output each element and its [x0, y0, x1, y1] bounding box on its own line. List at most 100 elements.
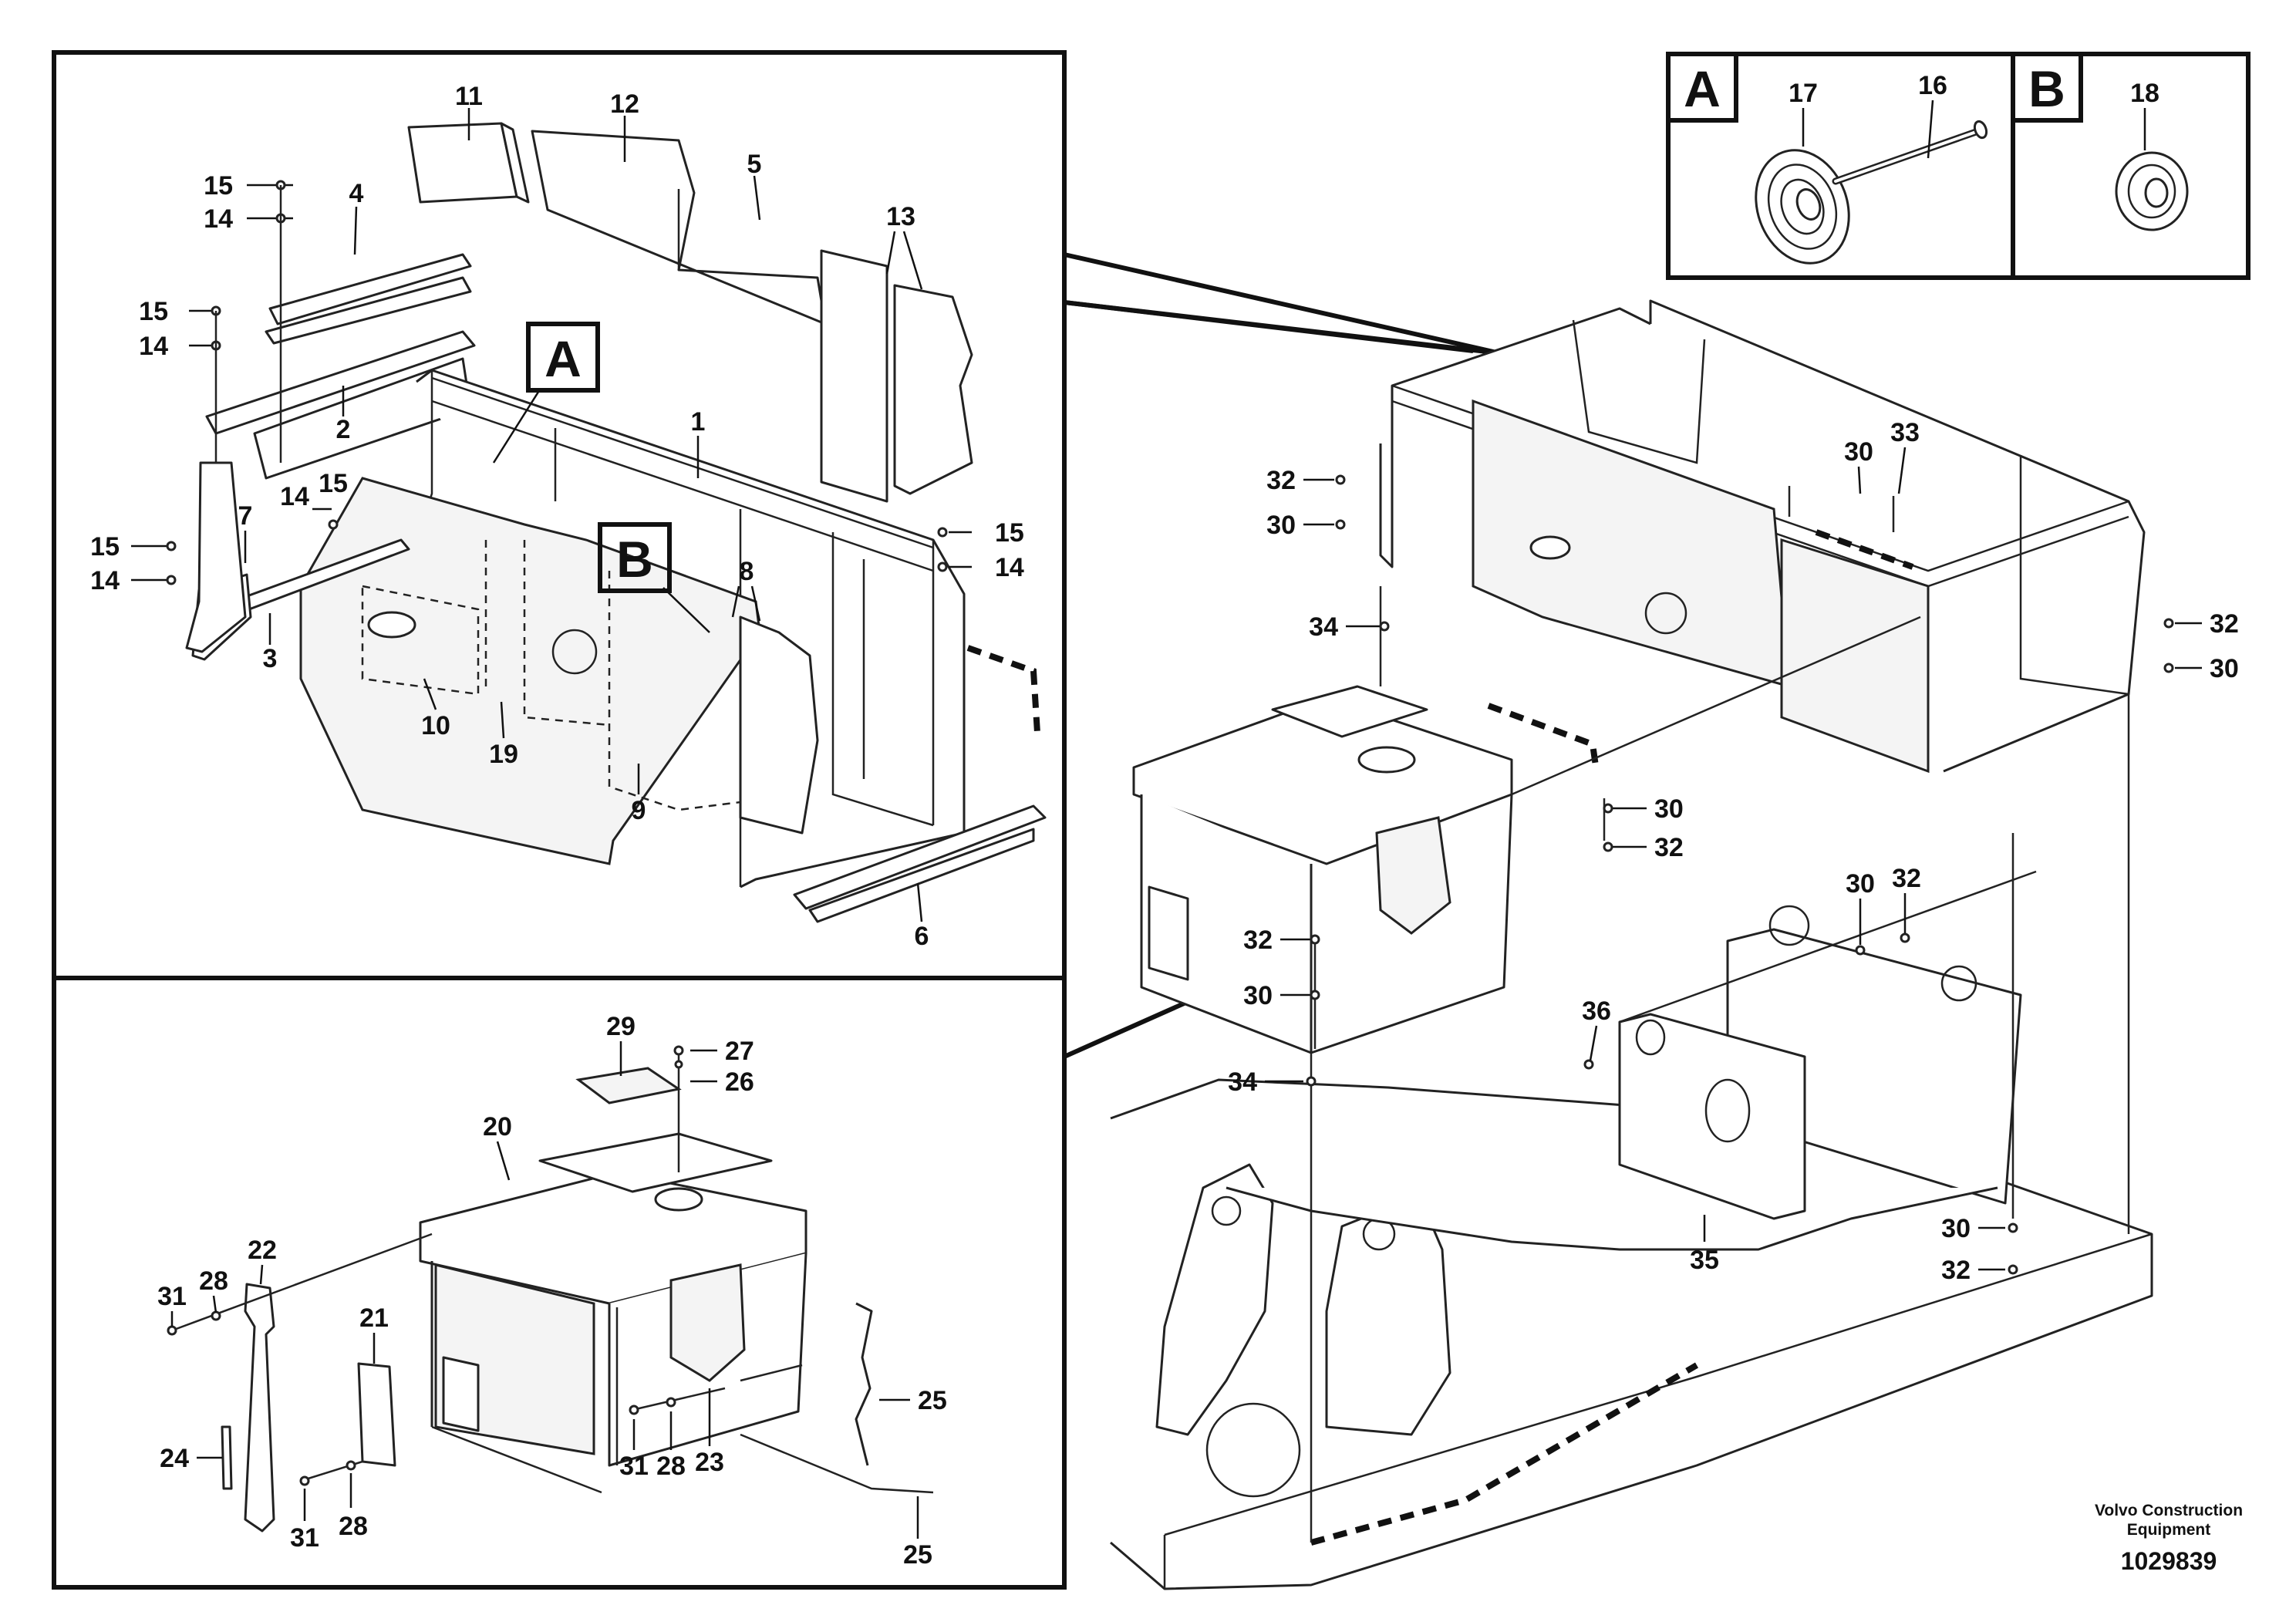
- hose-right-bottom: [1310, 1362, 1699, 1546]
- post-7: [185, 461, 247, 653]
- callout-26: 26: [725, 1067, 754, 1097]
- detail-a-tag: [1666, 52, 1738, 123]
- callout-30-e: 30: [1243, 981, 1273, 1010]
- callout-34-a: 34: [1309, 612, 1338, 642]
- document-number: 1029839: [2121, 1547, 2217, 1575]
- callout-28-b: 28: [656, 1452, 686, 1481]
- callout-15-d: 15: [90, 532, 120, 561]
- plate-35-main: [1618, 1013, 1806, 1220]
- callout-30-c: 30: [2210, 654, 2239, 683]
- cab-frame-main: [1379, 299, 2146, 774]
- marker-b-letter: B: [616, 531, 653, 588]
- callout-30-d: 30: [1654, 794, 1684, 824]
- detail-panel: [1666, 52, 2250, 280]
- insulation-panel-12-5: [531, 130, 827, 325]
- plate-21: [357, 1362, 396, 1467]
- carrier-frame-main: [1110, 905, 2153, 1590]
- callout-3: 3: [263, 644, 278, 673]
- callout-36: 36: [1582, 996, 1611, 1026]
- callout-18: 18: [2130, 79, 2159, 108]
- callout-14-a: 14: [204, 204, 233, 234]
- callout-32-c: 32: [1654, 833, 1684, 862]
- callout-29: 29: [606, 1012, 636, 1041]
- alignment-lines: [1310, 486, 2130, 1543]
- callout-21: 21: [359, 1303, 389, 1333]
- callout-2: 2: [336, 415, 351, 444]
- callout-24: 24: [160, 1444, 189, 1473]
- callout-30-f: 30: [1846, 869, 1875, 899]
- callout-33: 33: [1890, 418, 1920, 447]
- detail-b-letter: B: [2028, 60, 2065, 117]
- callout-8: 8: [740, 557, 754, 586]
- insulation-pad-11: [407, 122, 530, 204]
- callout-19: 19: [489, 740, 518, 769]
- fasteners-right: [1265, 474, 2202, 1275]
- callout-28-c: 28: [339, 1512, 368, 1541]
- callout-15-e: 15: [995, 518, 1024, 548]
- callout-32-d: 32: [1243, 926, 1273, 955]
- strip-24: [221, 1425, 233, 1490]
- grommet-18-drawing: [2115, 151, 2189, 231]
- callout-28-a: 28: [199, 1266, 228, 1296]
- detail-b-tag: [2011, 52, 2083, 123]
- callout-27: 27: [725, 1037, 754, 1066]
- callout-15-a: 15: [204, 171, 233, 201]
- hose-upper-left: [966, 645, 1040, 733]
- brand-line-1: Volvo Construction: [2095, 1502, 2243, 1519]
- callout-25-a: 25: [918, 1386, 947, 1415]
- bracket-22: [244, 1283, 275, 1533]
- hose-right-mid: [1487, 703, 1600, 772]
- callout-32-e: 32: [1892, 864, 1921, 893]
- callout-30-a: 30: [1266, 511, 1296, 540]
- callout-15-b: 15: [139, 297, 168, 326]
- insulation-panels-10-19-9: [299, 477, 761, 865]
- callout-32-b: 32: [2210, 609, 2239, 639]
- callout-5: 5: [747, 150, 762, 179]
- callout-14-e: 14: [995, 553, 1024, 582]
- hose-right-top: [1815, 529, 1914, 570]
- brand-line-2: Equipment: [2127, 1521, 2211, 1539]
- marker-a-box: [526, 322, 600, 393]
- rail-6: [793, 804, 1047, 923]
- view-bracket-left: [1063, 993, 1205, 1059]
- callout-11: 11: [455, 82, 483, 111]
- cover-29: [575, 1067, 682, 1104]
- callout-31-a: 31: [157, 1282, 187, 1311]
- callout-15-c: 15: [319, 469, 348, 498]
- insulation-panels-13: [820, 249, 973, 503]
- callout-13: 13: [886, 202, 915, 231]
- grommet-17-drawing: [1755, 149, 1850, 265]
- callout-20: 20: [483, 1112, 512, 1141]
- callout-22: 22: [248, 1236, 277, 1265]
- callout-17: 17: [1789, 79, 1818, 108]
- callout-7: 7: [238, 501, 253, 531]
- marker-a-letter: A: [544, 330, 582, 387]
- callout-30-g: 30: [1941, 1214, 1971, 1243]
- view-bracket-right: [1064, 252, 1501, 356]
- callout-14-b: 14: [139, 332, 168, 361]
- callout-25-b: 25: [903, 1540, 932, 1570]
- callout-4: 4: [349, 179, 364, 208]
- callout-9: 9: [632, 796, 646, 825]
- callout-10: 10: [421, 711, 450, 740]
- main-view-edge: [1062, 299, 1501, 1587]
- callout-30-b: 30: [1844, 437, 1873, 467]
- fasteners-upper-left: [131, 180, 972, 585]
- callout-31-c: 31: [290, 1523, 319, 1553]
- callout-6: 6: [915, 922, 929, 951]
- detail-a-letter: A: [1684, 60, 1721, 117]
- callout-14-c: 14: [280, 482, 309, 511]
- callout-12: 12: [610, 89, 639, 119]
- callout-23: 23: [695, 1448, 724, 1477]
- rod-16-drawing: [1832, 120, 1988, 185]
- bracket-4: [265, 253, 472, 345]
- callout-34-b: 34: [1228, 1067, 1257, 1097]
- insulation-panel-8: [739, 615, 819, 835]
- marker-b-box: [598, 522, 672, 593]
- battery-box-main: [1132, 685, 1513, 1054]
- callout-32-a: 32: [1266, 466, 1296, 495]
- callout-32-f: 32: [1941, 1256, 1971, 1285]
- battery-box-20: [419, 1132, 807, 1467]
- fasteners-lower-left: [167, 1045, 726, 1494]
